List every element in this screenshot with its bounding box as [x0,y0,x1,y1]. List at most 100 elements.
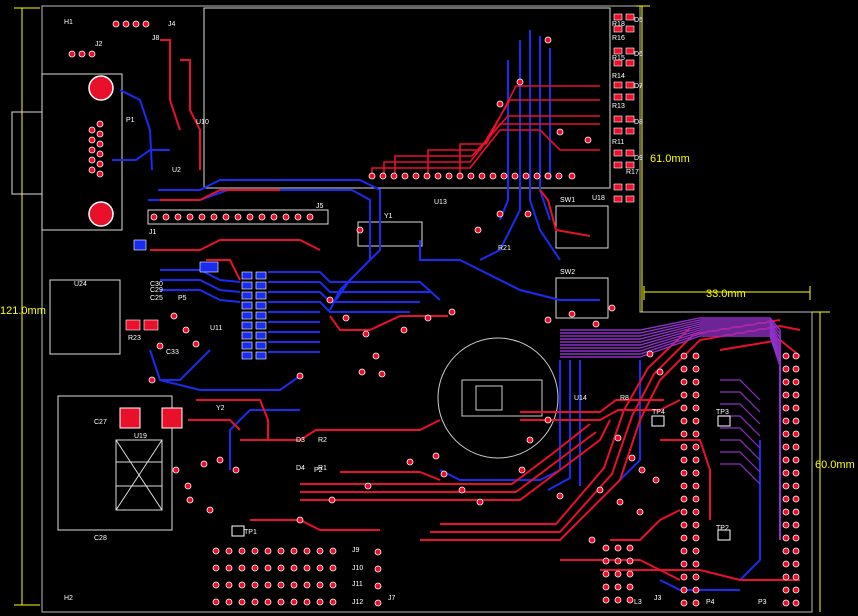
via [638,466,646,474]
connector-p1-pin [96,130,104,138]
header-j7-pin [374,599,382,607]
label-R21: R21 [498,245,511,252]
header-p4-pin [692,573,700,581]
overlap-trace [720,403,761,425]
bottom-trace [619,360,641,481]
bottom-smd-pad [241,311,253,320]
header-p4-pin [680,482,688,490]
label-R11: R11 [612,139,624,146]
header-j10-pin [303,564,311,572]
resistor-pad [613,93,623,101]
header-top-pin [489,172,497,180]
header-p4-pin [680,534,688,542]
header-j9-pin [329,547,337,555]
header-top-pin [522,172,530,180]
via [326,296,334,304]
header-p4-pin [692,482,700,490]
dimension-lower-right [812,311,830,612]
via [342,314,350,322]
header-j10-pin [264,564,272,572]
header-p3-pin [782,352,790,360]
bottom-trace [499,60,509,221]
header-j9-pin [212,547,220,555]
label-R1: R1 [318,465,327,472]
resistor-pad [613,149,623,157]
via [296,516,304,524]
header-p4-pin [680,417,688,425]
header-p3-pin [782,573,790,581]
via [568,310,576,318]
header-l3-pin [626,544,634,552]
bottom-trace [160,269,241,283]
resistor-pad [613,115,623,123]
label-R15: R15 [612,55,625,62]
bottom-trace [529,30,561,261]
label-TP1: TP1 [244,529,257,536]
header-top-pin [379,172,387,180]
via [172,466,180,474]
overlap-trace [720,463,761,485]
header-l3-pin [626,557,634,565]
header-j11-pin [225,581,233,589]
header-j8-pin [132,20,140,28]
via [184,482,192,490]
header-p3-pin [792,352,800,360]
top-trace [180,59,201,170]
bottom-smd-pad [255,321,267,330]
bottom-smd-pad [133,239,147,251]
header-p4-pin [692,547,700,555]
smd-pad [143,319,159,331]
bottom-smd-pad [255,331,267,340]
label-P2: P2 [314,467,323,474]
bottom-trace [149,349,301,391]
header-j9-pin [264,547,272,555]
bottom-trace [268,281,430,293]
bottom-trace [419,240,600,301]
label-R17: R17 [626,169,639,176]
header-p3-pin [782,547,790,555]
header-j8-pin [142,20,150,28]
bottom-trace [547,360,571,491]
resistor-pad [625,59,635,67]
header-j9-pin [277,547,285,555]
header-p4-pin [680,586,688,594]
label-D8: D8 [634,119,643,126]
via [232,466,240,474]
resistor-pad [625,195,635,203]
header-p4-pin [680,573,688,581]
designator-labels: H1 H2 J1 J2 J3 J4 J5 J7 J8 J9 J10 J11 J1… [64,17,767,606]
header-p3-pin [782,482,790,490]
resistor-pad [625,13,635,21]
header-j10-pin [251,564,259,572]
resistor-pad [625,149,635,157]
overlap-traces [560,317,781,540]
via [216,456,224,464]
header-j10-pin [277,564,285,572]
header-p4-pin [692,417,700,425]
header-p4-pin [680,352,688,360]
label-J1: J1 [149,229,157,236]
resistor-pad [625,25,635,33]
via [526,436,534,444]
header-p3-pin [782,456,790,464]
via [516,78,524,86]
header-p3-pin [792,547,800,555]
bottom-trace [439,360,561,481]
header-p3-pin [792,534,800,542]
header-p3-pin [782,521,790,529]
label-D5: D5 [634,17,643,24]
connector-p1-pin [96,160,104,168]
header-j5-pin [282,213,290,221]
bottom-trace [160,289,241,303]
via [608,304,616,312]
via [296,372,304,380]
header-top-pin [434,172,442,180]
label-C29: C29 [150,287,163,294]
header-l3-pin [602,583,610,591]
bottom-trace [160,349,211,381]
bottom-trace [479,40,521,261]
header-p3-pin [782,560,790,568]
label-J5: J5 [316,203,324,210]
top-trace [340,471,441,481]
